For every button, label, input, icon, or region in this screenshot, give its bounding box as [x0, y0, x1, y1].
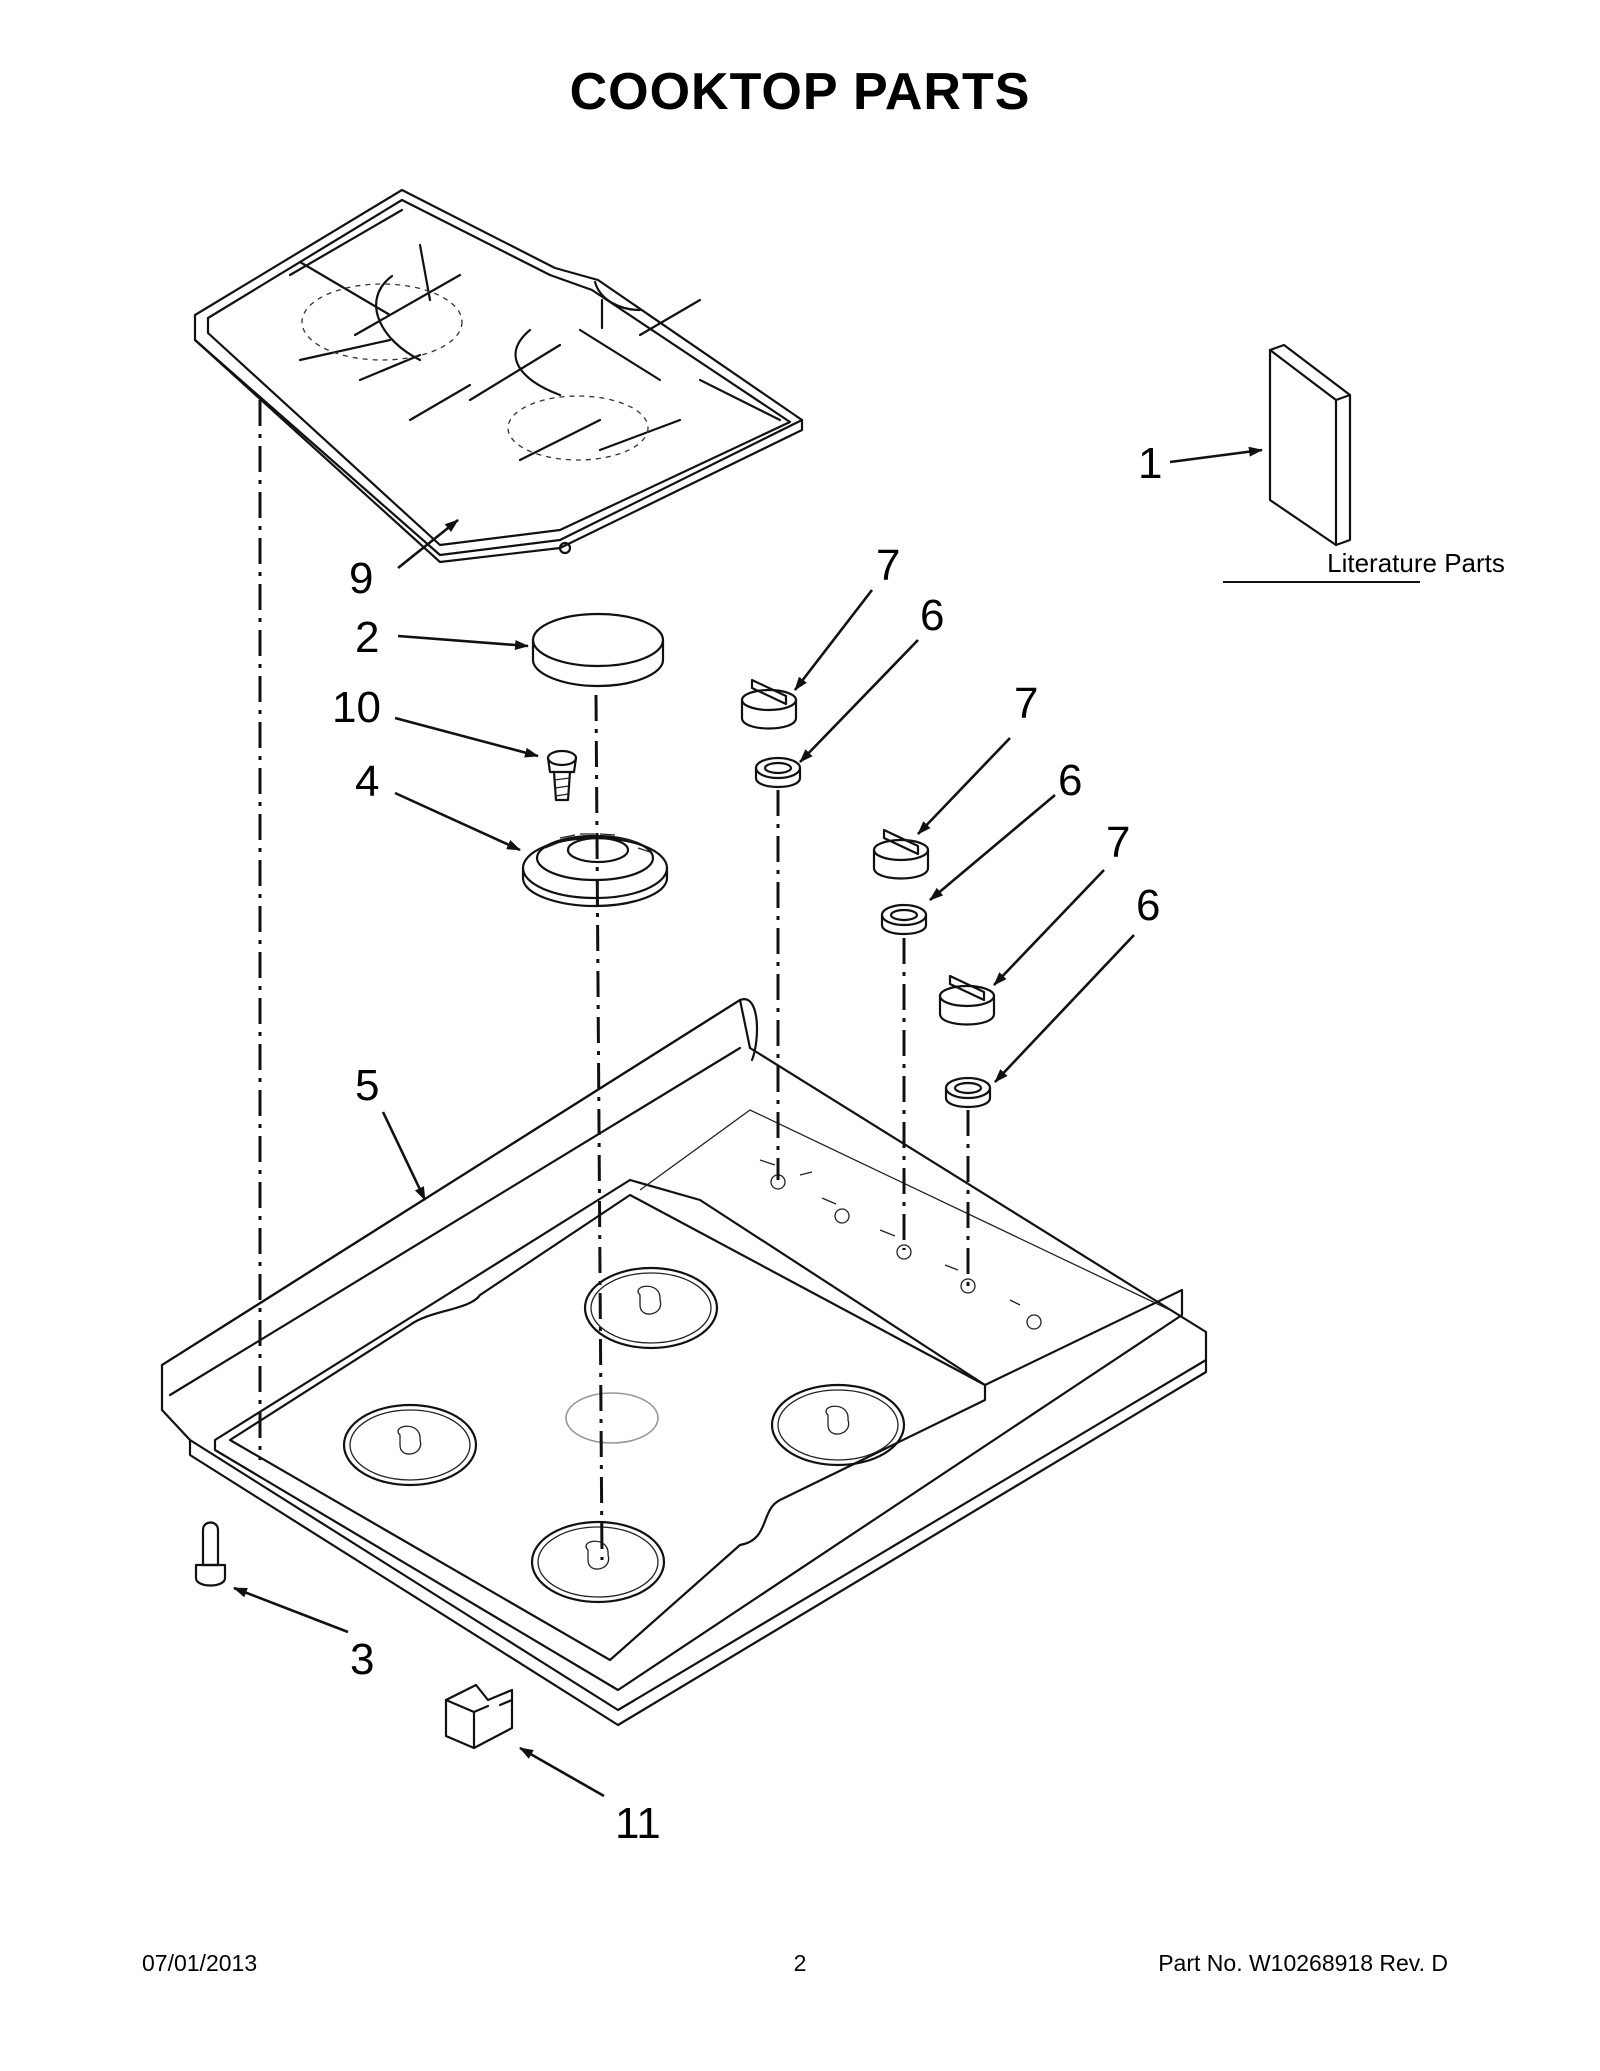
arrow-2: [397, 634, 529, 650]
callout-1: 1: [1138, 439, 1162, 488]
footer-part-number: Part No. W10268918 Rev. D: [1158, 1950, 1448, 1976]
burner-cap: [531, 612, 665, 688]
bezel-ring-1: [754, 756, 802, 788]
burner-grate: [193, 188, 804, 564]
literature-booklet: [1268, 343, 1352, 547]
footer-page-number: 2: [793, 1950, 807, 1976]
callout-6b: 6: [1058, 756, 1082, 805]
assembly-line-burner: [594, 694, 604, 1561]
cooktop-main-top: [160, 998, 1208, 1727]
screw: [546, 749, 578, 802]
callout-6a: 6: [920, 591, 944, 640]
arrow-4: [394, 791, 521, 852]
callout-4: 4: [355, 757, 379, 806]
bezel-ring-3: [944, 1076, 992, 1108]
arrow-7b: [917, 737, 1011, 835]
bezel-ring-2: [880, 903, 928, 935]
control-knob-2: [872, 828, 930, 880]
spacer-block: [444, 1683, 514, 1750]
callout-7a: 7: [876, 541, 900, 590]
page-title: COOKTOP PARTS: [569, 63, 1031, 121]
callout-7b: 7: [1014, 679, 1038, 728]
arrow-6a: [799, 639, 919, 763]
footer-date: 07/01/2013: [142, 1950, 258, 1976]
arrow-1: [1169, 446, 1263, 464]
arrow-7c: [993, 869, 1105, 986]
burner-base: [521, 833, 669, 908]
control-knob-3: [938, 974, 996, 1026]
arrow-6b: [929, 794, 1056, 901]
callout-10: 10: [332, 683, 381, 732]
control-knob-1: [740, 678, 798, 730]
leveling-pin: [194, 1521, 227, 1587]
callout-6c: 6: [1136, 881, 1160, 930]
callout-7c: 7: [1106, 818, 1130, 867]
arrow-7a: [793, 589, 874, 691]
literature-parts-label: Literature Parts: [1327, 548, 1505, 578]
arrow-3: [233, 1586, 349, 1634]
callout-3: 3: [350, 1635, 374, 1684]
callout-5: 5: [355, 1061, 379, 1110]
arrow-6c: [994, 934, 1135, 1083]
arrow-5: [381, 1111, 427, 1201]
callout-2: 2: [355, 613, 379, 662]
arrow-11: [519, 1746, 605, 1798]
callout-11: 11: [615, 1799, 661, 1848]
arrow-9: [397, 518, 459, 570]
arrow-10: [394, 716, 539, 758]
callout-9: 9: [349, 554, 373, 603]
